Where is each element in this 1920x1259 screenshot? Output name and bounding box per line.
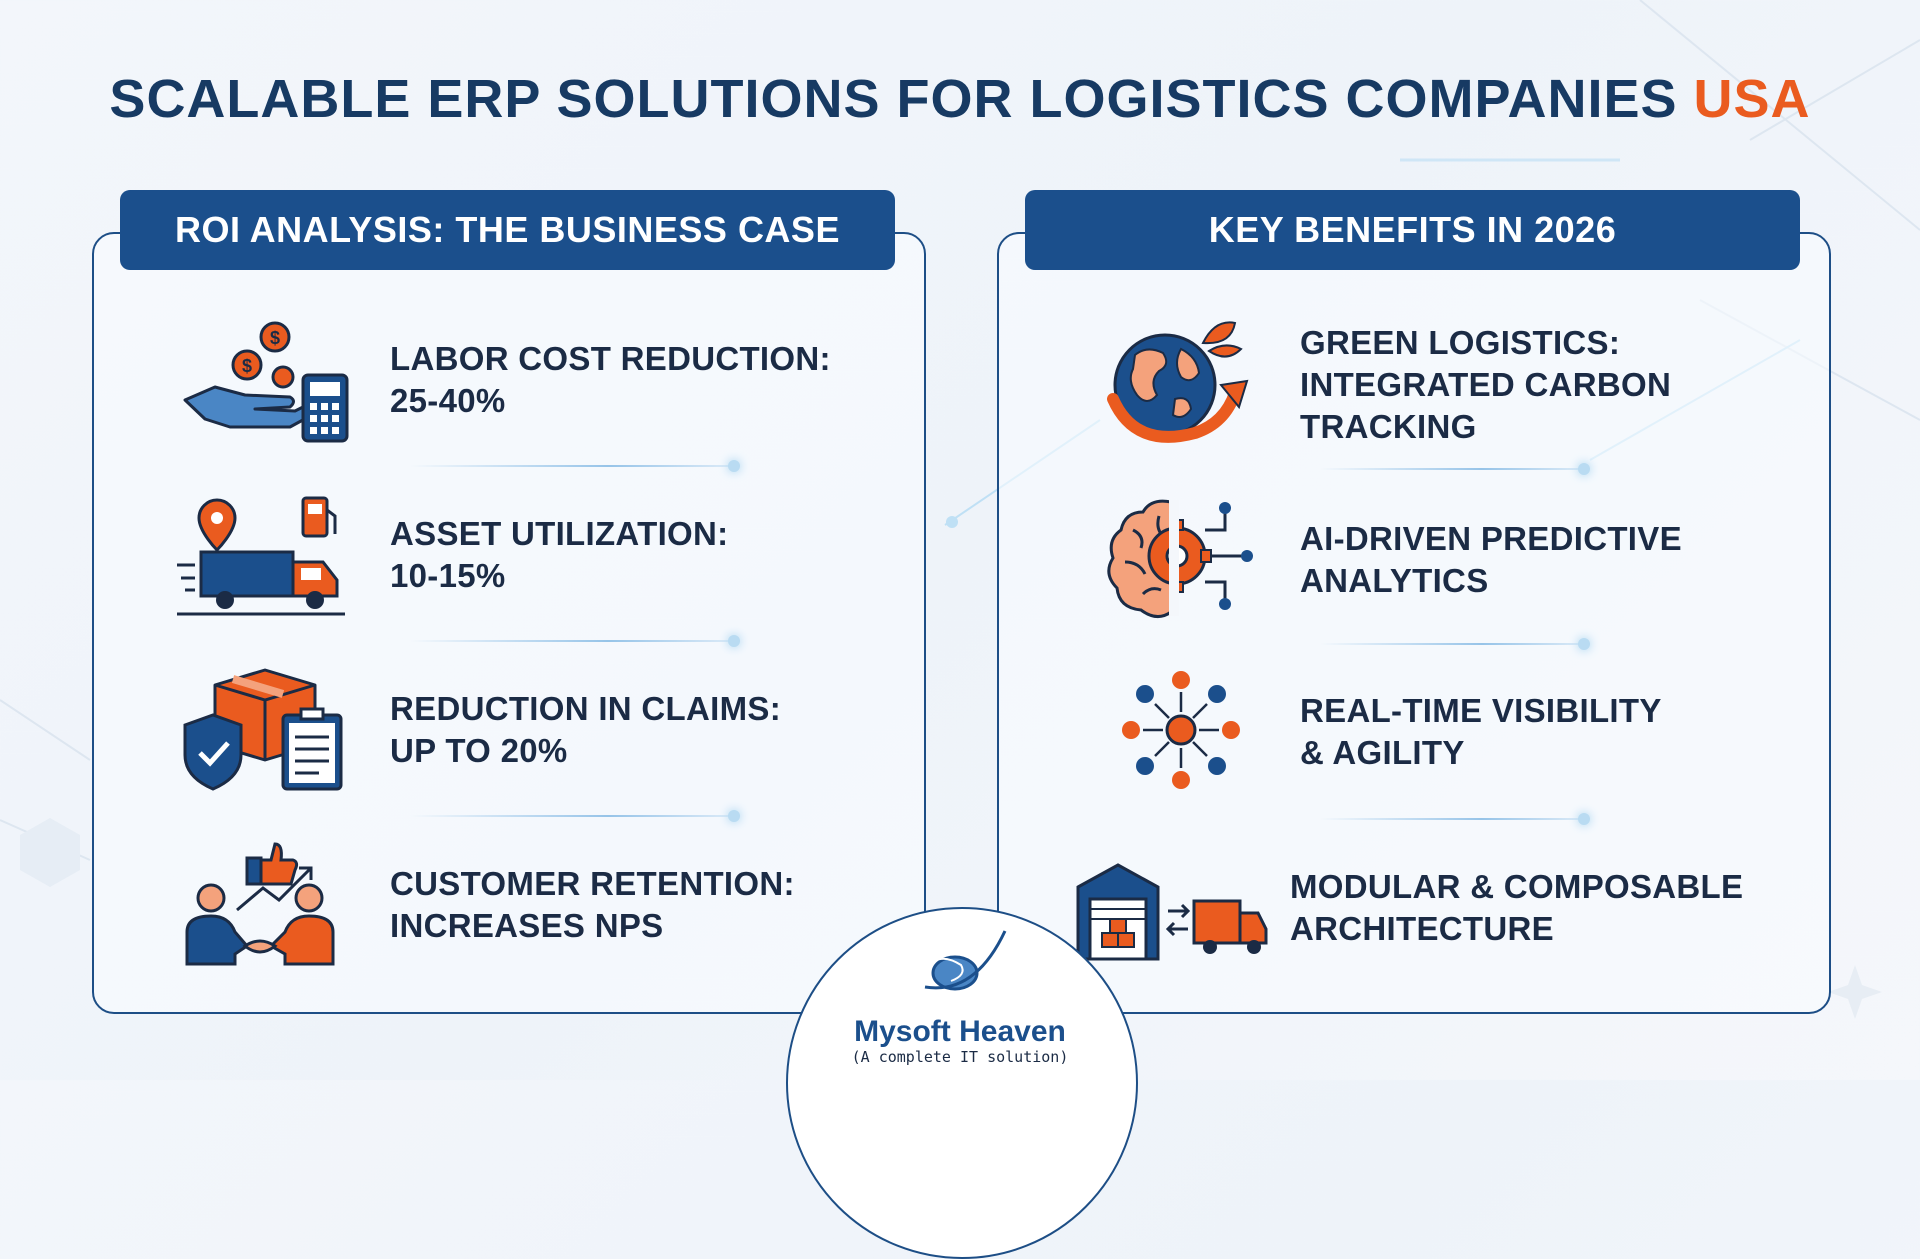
roi-item-value: INCREASES NPS (390, 907, 664, 944)
company-name: Mysoft Heaven (854, 1015, 1066, 1048)
title-main: SCALABLE ERP SOLUTIONS FOR LOGISTICS COM… (109, 69, 1678, 129)
benefit-item-label: REAL-TIME VISIBILITY (1300, 692, 1662, 729)
benefit-item: MODULAR & COMPOSABLE ARCHITECTURE (1070, 838, 1743, 978)
roi-item-label: ASSET UTILIZATION: (390, 515, 729, 552)
roi-item-label: CUSTOMER RETENTION: (390, 865, 795, 902)
warehouse-truck-icon (1070, 838, 1270, 978)
package-shield-clipboard-icon (170, 660, 360, 800)
company-logo-icon (924, 930, 1007, 991)
ai-brain-gear-icon (1080, 490, 1270, 630)
roi-item: CUSTOMER RETENTION: INCREASES NPS (170, 835, 795, 975)
roi-item-value: 10-15% (390, 557, 506, 594)
divider (410, 460, 740, 472)
benefit-item: GREEN LOGISTICS: INTEGRATED CARBON TRACK… (1080, 315, 1671, 455)
page-title: SCALABLE ERP SOLUTIONS FOR LOGISTICS COM… (0, 68, 1920, 130)
divider (1320, 638, 1590, 650)
title-accent: USA (1693, 69, 1811, 129)
benefits-panel-header: KEY BENEFITS IN 2026 (1025, 190, 1800, 270)
benefit-item-label: GREEN LOGISTICS: (1300, 324, 1621, 361)
benefit-item: AI-DRIVEN PREDICTIVE ANALYTICS (1080, 490, 1682, 630)
green-globe-icon (1080, 315, 1270, 455)
roi-item-value: UP TO 20% (390, 732, 568, 769)
svg-text:$: $ (270, 328, 280, 348)
roi-panel-header: ROI ANALYSIS: THE BUSINESS CASE (120, 190, 895, 270)
divider (410, 635, 740, 647)
divider (1320, 463, 1590, 475)
company-tagline: (A complete IT solution) (851, 1048, 1069, 1066)
benefit-item-label: MODULAR & COMPOSABLE (1290, 868, 1744, 905)
benefit-item-label: ANALYTICS (1300, 562, 1489, 599)
benefit-item-label: ARCHITECTURE (1290, 910, 1554, 947)
benefit-item-label: & AGILITY (1300, 734, 1465, 771)
roi-item-label: REDUCTION IN CLAIMS: (390, 690, 781, 727)
divider (410, 810, 740, 822)
roi-item: REDUCTION IN CLAIMS: UP TO 20% (170, 660, 781, 800)
benefit-item-label: TRACKING (1300, 408, 1477, 445)
divider (1320, 813, 1590, 825)
roi-item-label: LABOR COST REDUCTION: (390, 340, 831, 377)
benefit-item-label: INTEGRATED CARBON (1300, 366, 1672, 403)
network-hub-icon (1080, 662, 1270, 802)
handshake-thumbs-up-icon (170, 835, 360, 975)
roi-item: ASSET UTILIZATION: 10-15% (170, 485, 728, 625)
svg-text:$: $ (242, 356, 252, 376)
money-hand-calculator-icon: $ $ (170, 310, 360, 450)
roi-item: $ $ LABOR COST REDUCTION: 25-40% (170, 310, 831, 450)
benefit-item-label: AI-DRIVEN PREDICTIVE (1300, 520, 1682, 557)
delivery-truck-location-icon (170, 485, 360, 625)
roi-panel (92, 232, 926, 1014)
benefit-item: REAL-TIME VISIBILITY & AGILITY (1080, 662, 1662, 802)
roi-item-value: 25-40% (390, 382, 506, 419)
